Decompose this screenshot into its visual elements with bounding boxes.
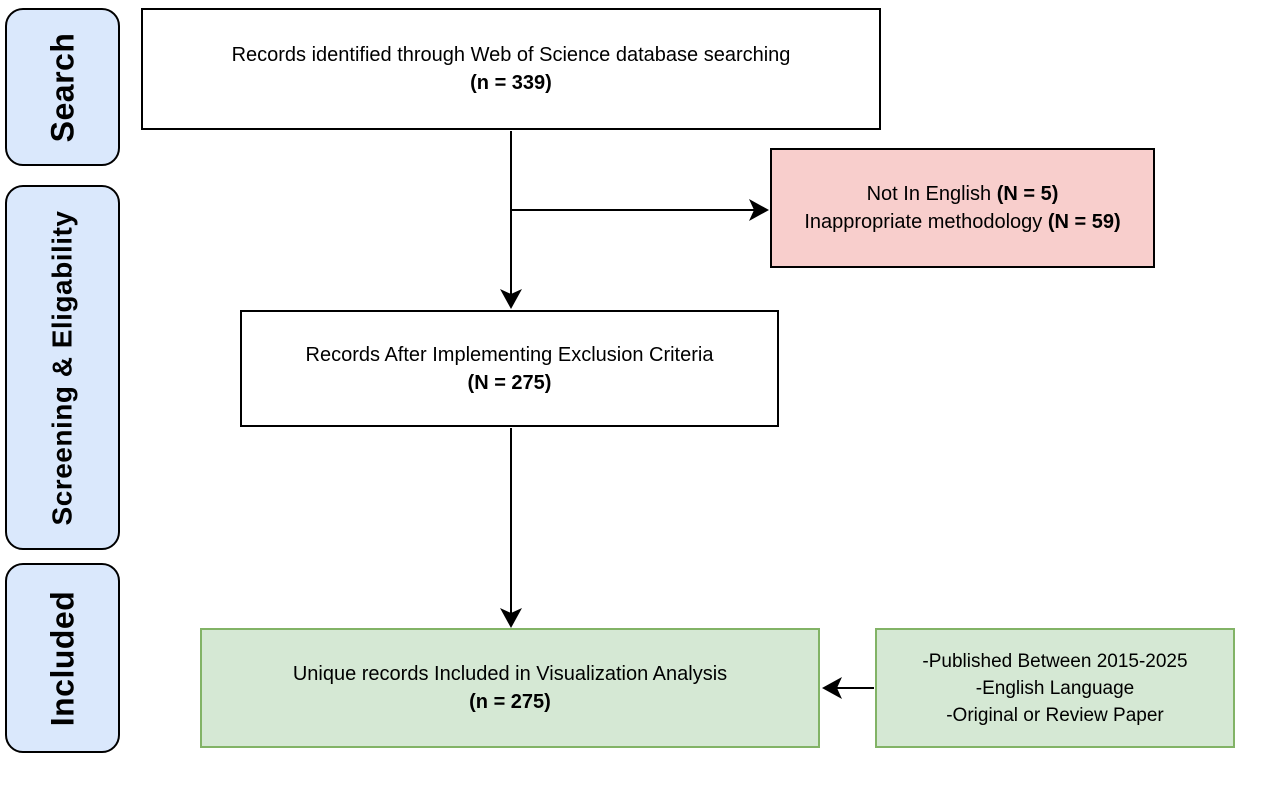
stage-included: Included: [5, 563, 120, 753]
arrow-identified-to-after: [500, 131, 522, 309]
stage-screening-eligibility-label: Screening & Eligability: [46, 210, 78, 525]
criteria-line-paper-type: -Original or Review Paper: [946, 704, 1164, 726]
records-identified-text: Records identified through Web of Scienc…: [231, 44, 791, 66]
box-unique-records-included: Unique records Included in Visualization…: [200, 628, 820, 748]
box-records-identified: Records identified through Web of Scienc…: [141, 8, 881, 130]
arrow-criteria-to-included: [822, 677, 874, 699]
stage-search-label: Search: [43, 32, 80, 142]
criteria-line-published: -Published Between 2015-2025: [922, 650, 1188, 672]
records-identified-count: (n = 339): [470, 72, 552, 94]
box-records-after-exclusion: Records After Implementing Exclusion Cri…: [240, 310, 779, 427]
included-text: Unique records Included in Visualization…: [292, 663, 728, 685]
box-inclusion-criteria: -Published Between 2015-2025 -English La…: [875, 628, 1235, 748]
after-exclusion-text: Records After Implementing Exclusion Cri…: [305, 343, 714, 366]
box-excluded-records: Not In English (N = 5) Inappropriate met…: [770, 148, 1155, 268]
excluded-line-not-in-english: Not In English (N = 5): [866, 183, 1059, 205]
included-count: (n = 275): [469, 691, 551, 713]
stage-included-label: Included: [44, 590, 80, 726]
stage-search: Search: [5, 8, 120, 166]
criteria-line-language: -English Language: [975, 677, 1135, 699]
stage-screening-eligibility: Screening & Eligability: [5, 185, 120, 550]
arrow-after-to-included: [500, 428, 522, 628]
arrow-branch-to-excluded: [511, 199, 769, 221]
excluded-line-inappropriate-methodology: Inappropriate methodology (N = 59): [804, 211, 1121, 233]
after-exclusion-count: (N = 275): [467, 371, 552, 394]
